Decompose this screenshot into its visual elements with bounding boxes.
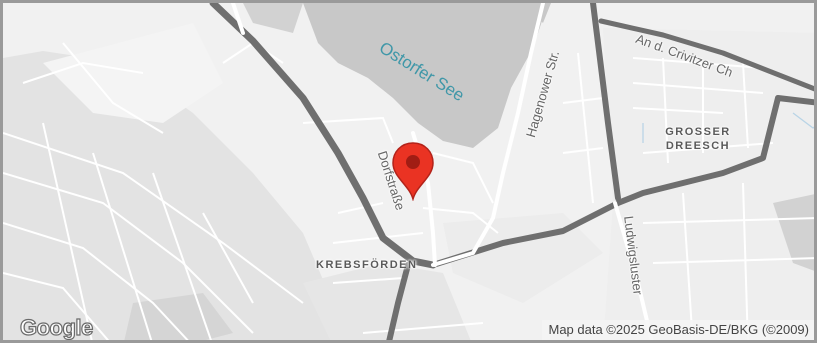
district-label-krebsfoerden: KREBSFÖRDEN <box>316 259 418 271</box>
google-logo[interactable]: Google <box>19 314 93 340</box>
lake-ostorfer-see <box>303 3 548 148</box>
water <box>243 3 303 33</box>
location-marker[interactable] <box>391 141 435 206</box>
major-roads <box>209 3 814 340</box>
streams <box>642 112 814 143</box>
water <box>773 194 814 271</box>
minor-streets <box>3 41 499 340</box>
map-pin-icon[interactable] <box>391 141 435 202</box>
map-canvas[interactable] <box>3 3 817 343</box>
district-label-grosser-dreesch: GROSSER DREESCH <box>665 126 731 152</box>
map-attribution[interactable]: Map data ©2025 GeoBasis-DE/BKG (©2009) <box>542 320 814 340</box>
water <box>523 3 551 23</box>
open-area <box>43 23 223 123</box>
